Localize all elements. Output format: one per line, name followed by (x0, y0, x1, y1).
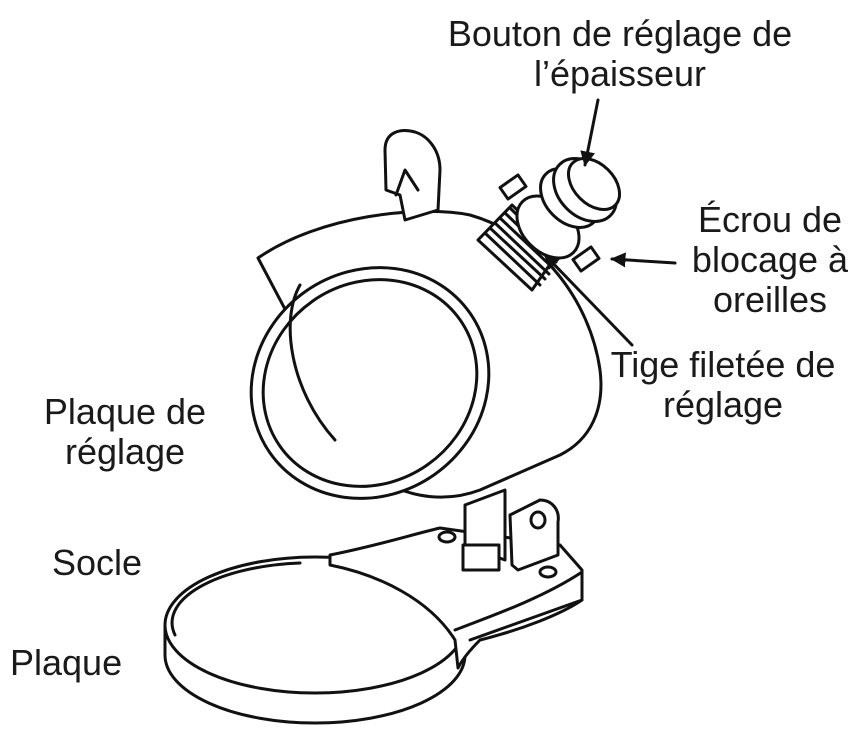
wing-nut-leader-arrow (610, 252, 677, 268)
base-plate-drawing (163, 555, 467, 725)
label-base: Socle (52, 542, 143, 583)
label-wing-lock-nut: Écrou de blocage à oreilles (691, 199, 849, 320)
label-threaded-rod: Tige filetée de réglage (610, 344, 836, 425)
label-thickness-knob: Bouton de réglage de l’épaisseur (447, 13, 793, 94)
label-plate: Plaque (10, 642, 123, 683)
hinge-support-drawing (461, 488, 560, 572)
ring-body-drawing (249, 129, 603, 500)
rod-leader-arrow (543, 253, 634, 347)
adjustment-knob-drawing (539, 157, 621, 229)
label-adjustment-plate: Plaque de réglage (43, 391, 207, 472)
knob-leader-arrow (580, 98, 600, 167)
